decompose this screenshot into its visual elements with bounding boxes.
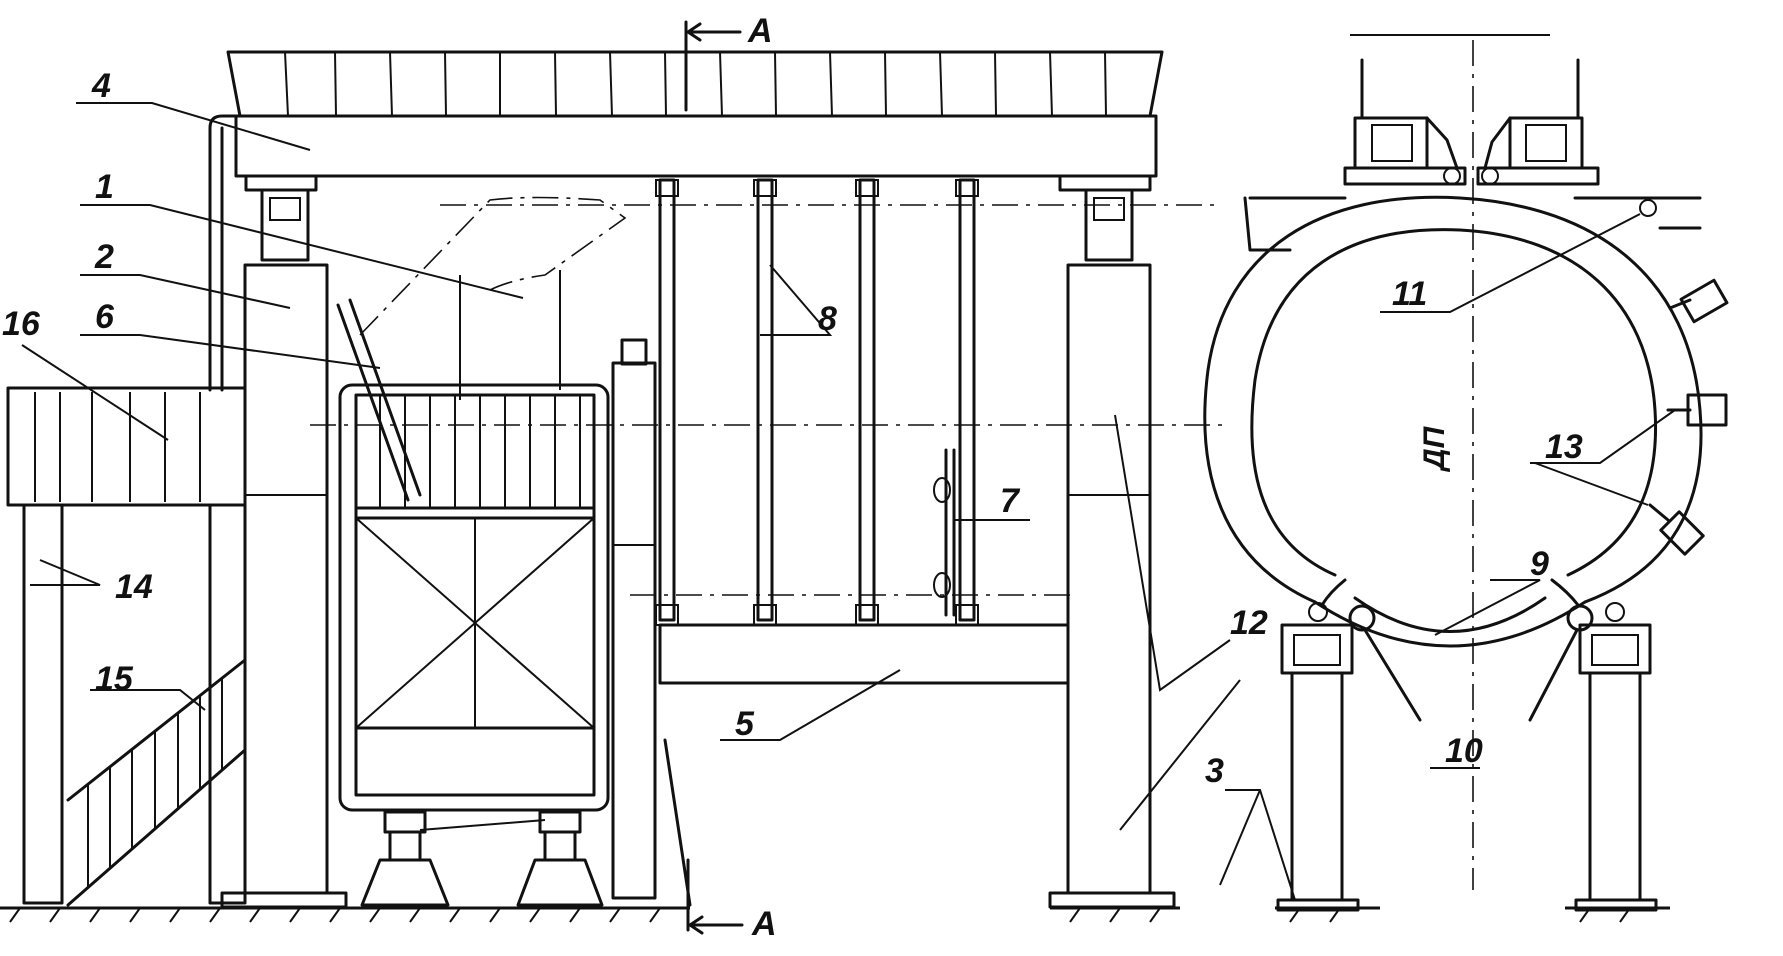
deck-crane-left [1343, 58, 1467, 186]
right-main-column [1048, 188, 1176, 909]
hanger-rods [459, 178, 979, 626]
cradle-support-left [1276, 602, 1360, 912]
hull-section [1203, 195, 1703, 648]
label-7: 7 [1000, 482, 1021, 520]
label-16: 16 [2, 305, 41, 343]
lower-platform-beam [658, 623, 1070, 685]
section-line-a [684, 20, 744, 935]
section-label-top: A [747, 12, 773, 50]
cradle-support-right [1574, 602, 1658, 912]
swing-path [359, 196, 627, 336]
label-9: 9 [1530, 545, 1549, 583]
label-4: 4 [91, 67, 111, 105]
label-10: 10 [1445, 732, 1483, 770]
jack-stands [360, 810, 604, 907]
deck-crane-right [1476, 58, 1600, 186]
label-6: 6 [95, 298, 115, 336]
top-gantry-beam [226, 50, 1164, 178]
chain-hook [933, 448, 956, 617]
guide-column [611, 338, 692, 907]
lift-cage [336, 298, 610, 812]
axis-lines [310, 204, 1230, 596]
label-8: 8 [818, 300, 837, 338]
label-13: 13 [1545, 428, 1583, 466]
leader-lines [21, 102, 1676, 901]
ground-line [0, 906, 1670, 923]
label-12: 12 [1230, 604, 1268, 642]
hull-deck [1243, 34, 1702, 252]
label-3: 3 [1205, 752, 1224, 790]
label-5: 5 [735, 705, 755, 743]
stairs [66, 658, 247, 907]
hull-fittings [1639, 199, 1729, 556]
hinge-brackets [1348, 604, 1594, 722]
vertical-pipe [208, 114, 238, 392]
section-label-bottom: A [751, 905, 777, 943]
centerline-label: ДП [1418, 425, 1451, 473]
label-2: 2 [94, 238, 114, 276]
beam-supports [244, 174, 1152, 192]
left-platform [6, 386, 247, 905]
label-1: 1 [95, 168, 114, 206]
label-14: 14 [115, 568, 153, 606]
label-11: 11 [1392, 275, 1427, 313]
label-15: 15 [95, 660, 134, 698]
